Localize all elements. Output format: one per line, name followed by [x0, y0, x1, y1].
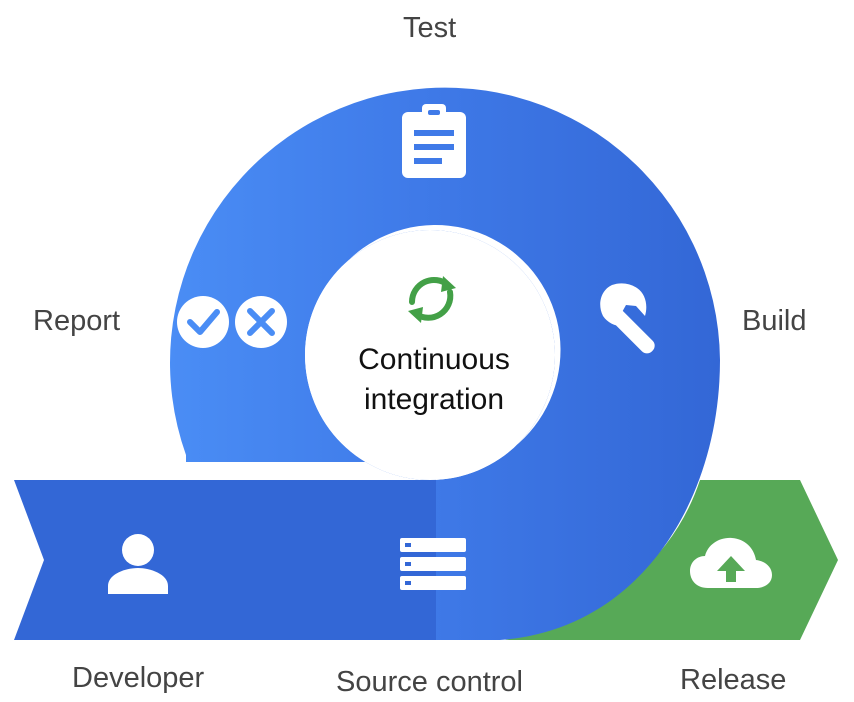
developer-label: Developer: [72, 662, 205, 694]
report-label: Report: [33, 305, 121, 337]
server-stack-icon: [400, 538, 466, 590]
center-circle: [305, 230, 555, 480]
clipboard-icon: [402, 104, 466, 178]
cloud-upload-icon: [690, 537, 772, 588]
release-band: [505, 480, 838, 640]
source-control-label: Source control: [336, 666, 523, 698]
release-label: Release: [680, 664, 787, 696]
center-title-line2: integration: [363, 383, 505, 416]
center-title: Continuous integration: [322, 340, 546, 420]
check-circle-icon: [177, 296, 229, 348]
wrench-icon: [600, 283, 655, 354]
test-label: Test: [403, 12, 457, 44]
sync-icon: [408, 276, 456, 323]
person-icon: [108, 534, 168, 594]
build-label: Build: [742, 305, 807, 337]
source-band: [14, 480, 500, 640]
center-title-line1: Continuous: [358, 343, 510, 376]
x-circle-icon: [235, 296, 287, 348]
